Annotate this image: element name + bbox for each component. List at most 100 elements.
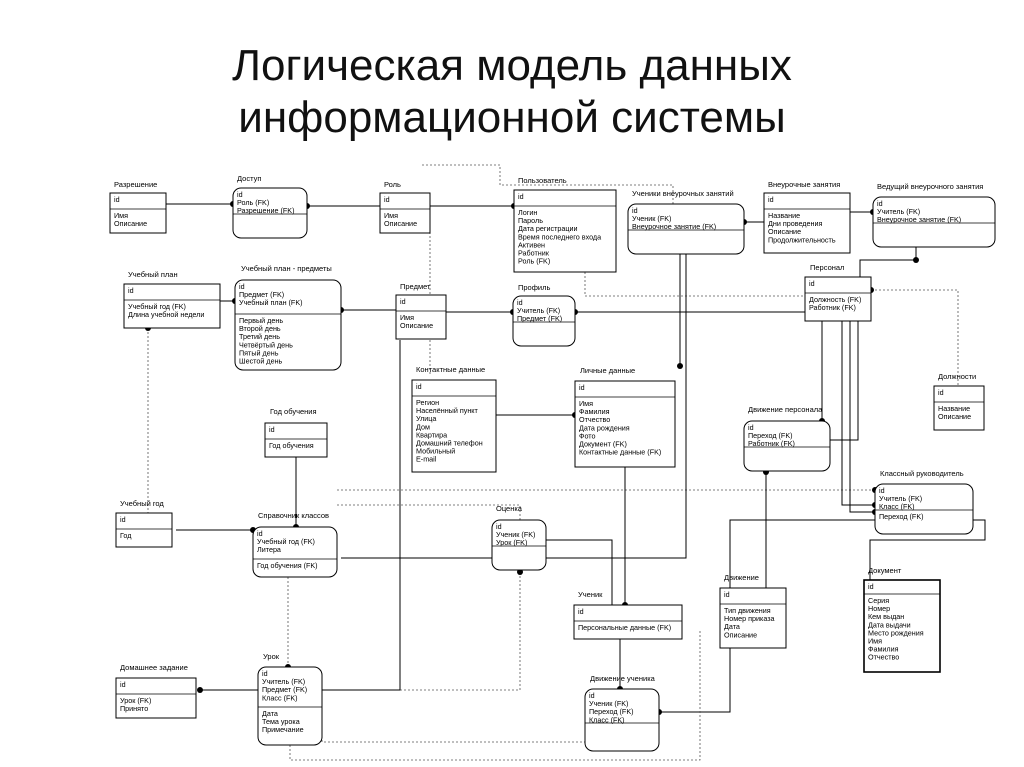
entity-attribute: Мобильный — [416, 447, 455, 456]
entity-key-attribute: id — [120, 515, 126, 524]
relationship-line — [289, 630, 701, 761]
entity-key-attribute: Учитель (FK) — [517, 306, 560, 315]
entity-title: Движение персонала — [748, 405, 823, 414]
entity-box — [874, 483, 974, 535]
entity-attribute: Имя — [114, 211, 128, 220]
entity-title: Должности — [938, 372, 976, 381]
entity-box — [513, 189, 617, 273]
entity-box — [379, 192, 431, 234]
entity-attribute: Регион — [416, 398, 439, 407]
entity-attribute: Контактные данные (FK) — [579, 448, 661, 457]
entity-attribute: Описание — [938, 412, 971, 421]
entity-attribute: Второй день — [239, 324, 281, 333]
entity-box — [395, 294, 447, 340]
entity-key-attribute: id — [128, 286, 134, 295]
entity-key-attribute: id — [496, 522, 502, 531]
entity-box — [804, 276, 872, 322]
entity-attribute: Отчество — [868, 653, 899, 662]
entity-title: Предмет — [400, 282, 431, 291]
entity-attribute: Тема урока — [262, 717, 300, 726]
relationship-line — [420, 164, 674, 204]
entity-key-attribute: id — [632, 206, 638, 215]
entity-title: Год обучения — [270, 407, 317, 416]
entity-attribute: Продолжительность — [768, 235, 836, 244]
entity-box — [257, 666, 323, 746]
entity-key-attribute: Внеурочное занятие (FK) — [632, 222, 716, 231]
entity-box — [627, 203, 745, 255]
entity-attribute: Номер приказа — [724, 614, 775, 623]
entity-attribute: Название — [768, 211, 800, 220]
entity-box — [763, 192, 851, 254]
slide-title-line-1: Логическая модель данных — [232, 41, 792, 90]
entity-key-attribute: id — [589, 691, 595, 700]
entity-title: Доступ — [237, 174, 261, 183]
entity-box — [232, 187, 308, 239]
entity-attribute: Описание — [114, 219, 147, 228]
entity-key-attribute: Предмет (FK) — [239, 290, 284, 299]
entity-key-attribute: Роль (FK) — [237, 198, 269, 207]
entity-key-attribute: id — [400, 297, 406, 306]
entity-key-attribute: Ученик (FK) — [632, 214, 671, 223]
entity-key-attribute: Учитель (FK) — [877, 207, 920, 216]
entity-attribute: Пятый день — [239, 348, 279, 357]
entity-attribute: Имя — [579, 399, 593, 408]
relationship-line — [337, 504, 521, 527]
entity-attribute: Роль (FK) — [518, 257, 550, 266]
entity-title: Справочник классов — [258, 511, 329, 520]
entity-box — [491, 519, 547, 571]
cardinality-dot — [913, 257, 919, 263]
entity-key-attribute: Переход (FK) — [589, 707, 634, 716]
entity-attribute: Работник (FK) — [809, 303, 856, 312]
slide-title: Логическая модель данных информационной … — [0, 40, 1024, 144]
entity-attribute: Отчество — [579, 415, 610, 424]
entity-attribute: Год — [120, 531, 132, 540]
relationship-line — [869, 519, 986, 580]
entity-title: Классный руководитель — [880, 469, 964, 478]
cardinality-dot — [197, 687, 203, 693]
entity-title: Ученик — [578, 590, 603, 599]
entity-key-attribute: Класс (FK) — [879, 502, 915, 511]
entity-attribute: Квартира — [416, 430, 447, 439]
entity-key-attribute: id — [579, 383, 585, 392]
entity-title: Учебный год — [120, 499, 164, 508]
relationship-line — [541, 539, 613, 605]
entity-attribute: Урок (FK) — [120, 696, 151, 705]
entity-key-attribute: id — [809, 279, 815, 288]
entity-attribute: Должность (FK) — [809, 295, 861, 304]
entity-attribute: Пароль — [518, 216, 543, 225]
entity-key-attribute: id — [237, 190, 243, 199]
entity-attribute: Улица — [416, 414, 436, 423]
entity-attribute: Первый день — [239, 316, 283, 325]
entity-attribute: Населённый пункт — [416, 406, 479, 415]
entity-key-attribute: id — [257, 529, 263, 538]
entity-key-attribute: id — [262, 669, 268, 678]
entity-key-attribute: Предмет (FK) — [262, 685, 307, 694]
entity-title: Учебный план - предметы — [241, 264, 332, 273]
entity-key-attribute: id — [938, 388, 944, 397]
entity-attribute: Документ (FK) — [579, 440, 627, 449]
entity-attribute: Имя — [868, 637, 882, 646]
entity-attribute: Номер — [868, 604, 890, 613]
entity-attribute: Имя — [384, 211, 398, 220]
entity-attribute: Описание — [724, 630, 757, 639]
entity-box — [512, 295, 576, 347]
relationship-line — [849, 318, 875, 513]
entity-key-attribute: id — [517, 298, 523, 307]
entity-attribute: Дата регистрации — [518, 224, 578, 233]
entity-attribute: Фамилия — [868, 645, 899, 654]
entity-attribute: Четвёртый день — [239, 340, 293, 349]
entity-box — [743, 420, 831, 472]
entity-box — [411, 379, 497, 473]
